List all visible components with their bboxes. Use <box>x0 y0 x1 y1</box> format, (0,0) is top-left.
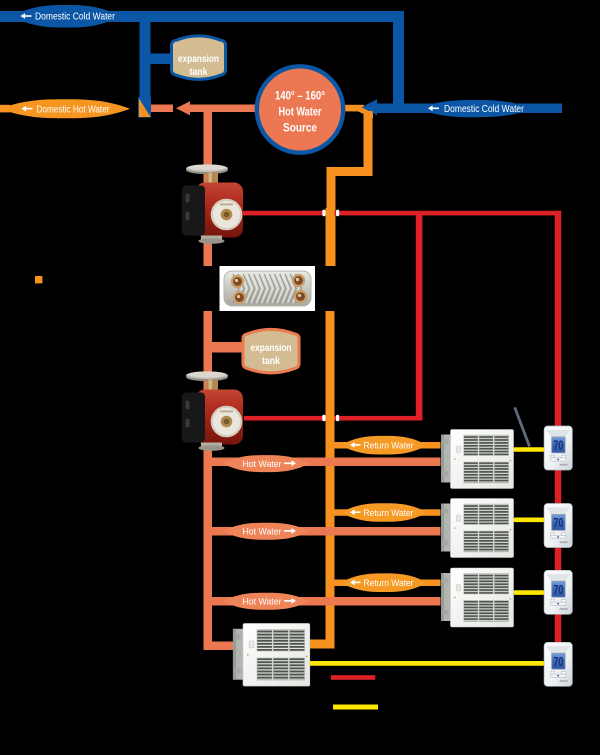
svg-text:Hot Water: Hot Water <box>243 597 282 607</box>
svg-text:Hot Water: Hot Water <box>243 527 282 537</box>
svg-text:Hot Water: Hot Water <box>279 105 322 119</box>
svg-text:Source: Source <box>283 121 317 135</box>
svg-text:Hot Water: Hot Water <box>243 459 282 469</box>
svg-text:Domestic Cold Water: Domestic Cold Water <box>444 104 525 115</box>
svg-text:Return Water: Return Water <box>364 508 414 518</box>
svg-text:tank: tank <box>190 66 208 78</box>
svg-text:tank: tank <box>262 355 280 367</box>
svg-text:Return Water: Return Water <box>364 441 414 451</box>
svg-text:Return Water: Return Water <box>364 578 414 588</box>
svg-text:140° – 160°: 140° – 160° <box>275 89 325 103</box>
svg-text:expansion: expansion <box>178 53 219 65</box>
svg-text:expansion: expansion <box>251 342 292 354</box>
svg-text:Domestic Cold Water: Domestic Cold Water <box>35 12 116 23</box>
svg-text:Domestic Hot Water: Domestic Hot Water <box>37 104 111 115</box>
